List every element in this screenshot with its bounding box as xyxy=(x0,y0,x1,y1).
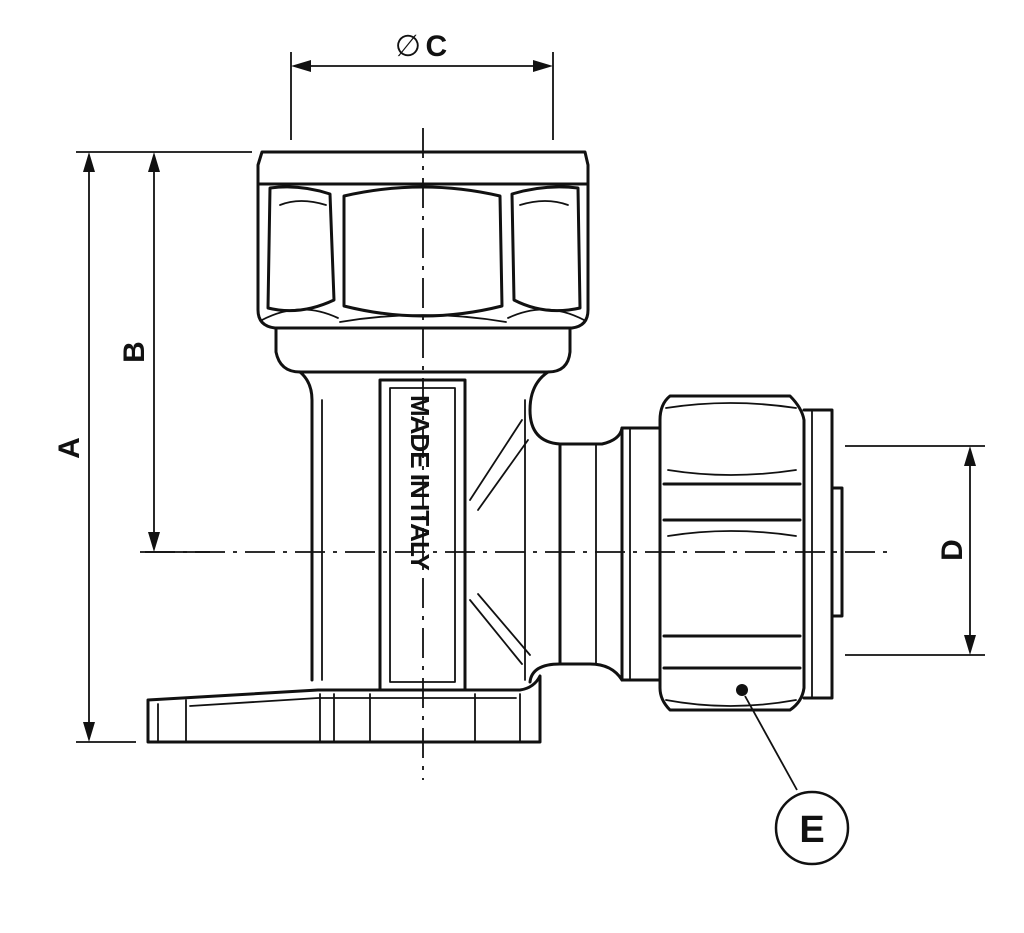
dimension-label-c-letter: C xyxy=(425,30,447,63)
fitting-body xyxy=(274,328,624,692)
callout-e-dot xyxy=(736,684,748,696)
dimension-c xyxy=(290,52,554,140)
dimension-b xyxy=(140,152,210,553)
callout-label-e: E xyxy=(799,809,824,851)
dimension-label-d: D xyxy=(936,539,969,561)
center-lines xyxy=(145,128,890,780)
base-flange xyxy=(146,674,542,744)
dimension-a xyxy=(76,151,252,743)
compression-nut xyxy=(620,394,844,712)
callout-e-circle xyxy=(774,790,850,866)
top-hex-nut xyxy=(256,150,590,330)
body-marking-text: MADE IN ITALY xyxy=(405,395,435,570)
dimension-d xyxy=(845,445,985,656)
dimension-label-c: ∅ C xyxy=(395,30,447,63)
callout-e xyxy=(736,684,850,866)
dimension-label-b: B xyxy=(118,341,151,363)
dimension-label-a: A xyxy=(53,437,86,459)
diameter-symbol: ∅ xyxy=(395,30,421,63)
